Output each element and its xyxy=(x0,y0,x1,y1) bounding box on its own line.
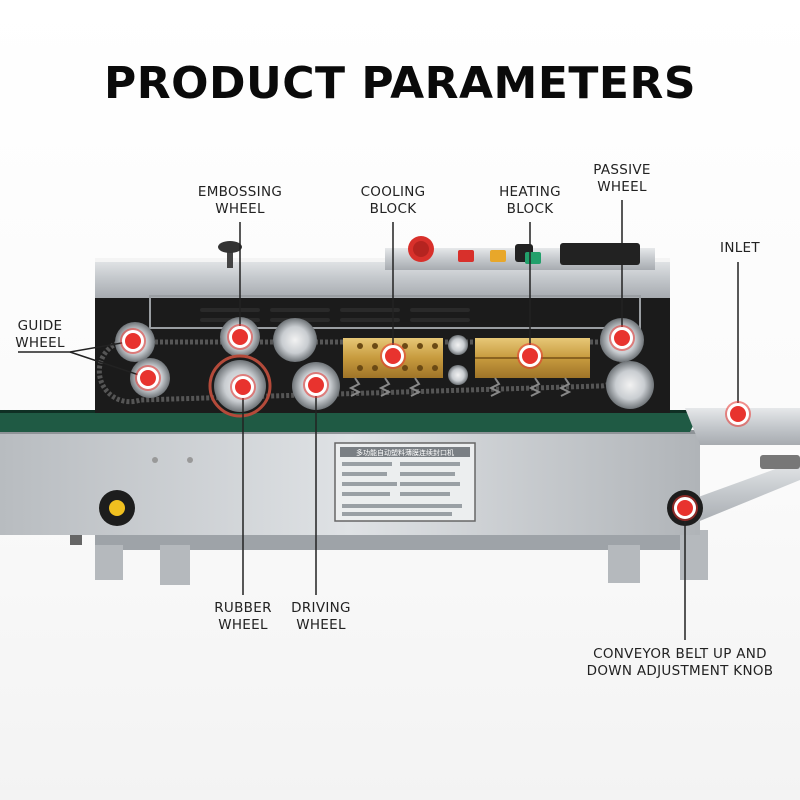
inlet-tray xyxy=(685,408,800,445)
guide-wheel-upper-marker xyxy=(122,330,144,352)
right-support-arm xyxy=(690,460,800,525)
rubber-wheel-marker xyxy=(232,376,254,398)
nameplate-heading: 多功能自动塑料薄膜连续封口机 xyxy=(356,448,454,457)
temperature-display xyxy=(560,243,640,265)
passive-wheel-marker xyxy=(611,327,633,349)
embossing-wheel-marker xyxy=(229,326,251,348)
left-foot xyxy=(95,545,123,580)
inlet-marker xyxy=(727,403,749,425)
heating-block-marker xyxy=(519,345,541,367)
label-inlet: INLET xyxy=(720,240,760,256)
leader-lines xyxy=(18,200,739,640)
page-title: PRODUCT PARAMETERS xyxy=(103,58,697,109)
driving-wheel-marker xyxy=(305,374,327,396)
conveyor-knob-marker xyxy=(674,497,696,519)
cooling-block-marker xyxy=(382,345,404,367)
right-foot xyxy=(680,530,708,580)
conveyor-belt xyxy=(0,412,700,432)
guide-wheel-lower-marker xyxy=(137,367,159,389)
